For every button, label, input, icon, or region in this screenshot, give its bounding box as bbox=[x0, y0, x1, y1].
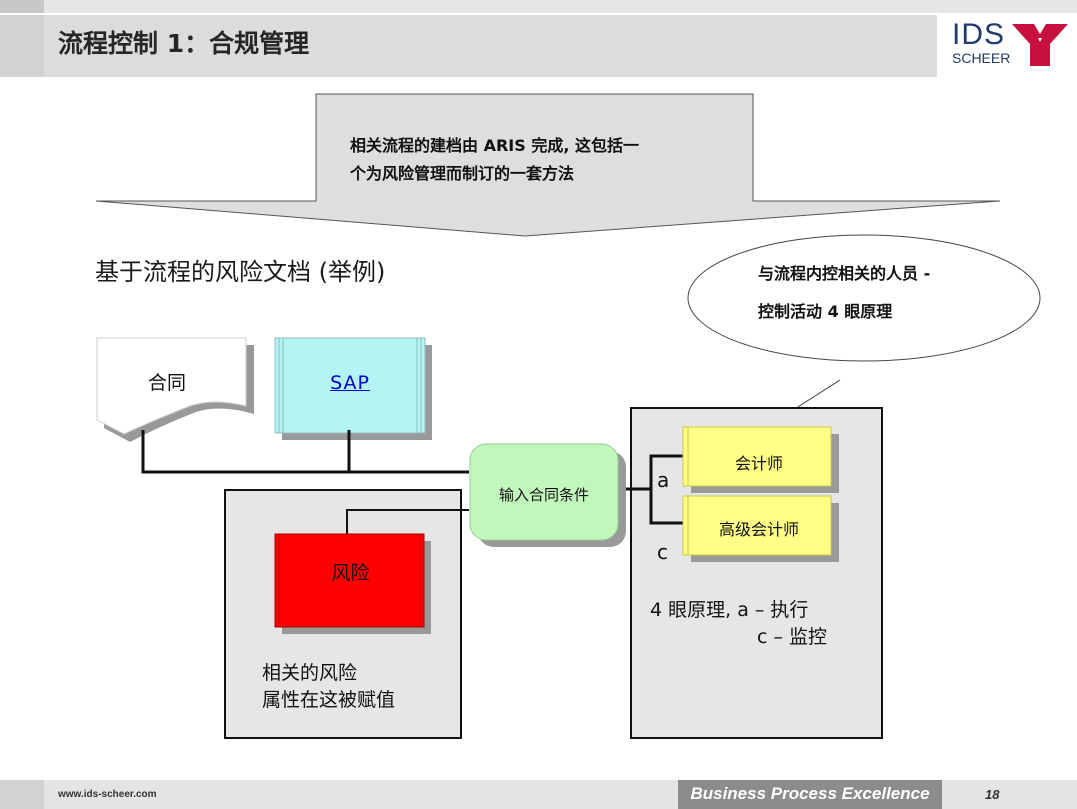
relation-c-label: c bbox=[657, 540, 668, 564]
page-number: 18 bbox=[985, 787, 1000, 802]
footer-slogan-box bbox=[678, 780, 942, 809]
risk-label: 风险 bbox=[331, 562, 370, 584]
principle-line-1: 4 眼原理, a – 执行 bbox=[650, 599, 809, 621]
footer-slogan: Business Process Excellence bbox=[690, 784, 930, 803]
callout-line-2: 个为风险管理而制订的一套方法 bbox=[350, 164, 575, 183]
document-shape bbox=[96, 337, 247, 435]
role-accountant-shape bbox=[682, 426, 832, 487]
callout-line-1: 相关流程的建档由 ARIS 完成, 这包括一 bbox=[350, 136, 639, 155]
role-accountant-label: 会计师 bbox=[734, 454, 783, 473]
role-senior-accountant-label: 高级会计师 bbox=[718, 520, 799, 539]
top-strip-light bbox=[44, 0, 1077, 13]
system-label-link[interactable]: SAP bbox=[330, 372, 370, 394]
system-shape bbox=[274, 337, 426, 434]
footer-left-block bbox=[0, 780, 44, 809]
section-title: 基于流程的风险文档 (举例) bbox=[95, 258, 386, 286]
function-label: 输入合同条件 bbox=[498, 486, 589, 504]
header-left-block bbox=[0, 15, 44, 77]
connector-document bbox=[141, 430, 469, 474]
connector-risk bbox=[346, 509, 469, 534]
ellipse-line-2: 控制活动 4 眼原理 bbox=[758, 302, 893, 321]
risk-note-line-1: 相关的风险 bbox=[262, 662, 358, 684]
callout-text: 相关流程的建档由 ARIS 完成, 这包括一 个为风险管理而制订的一套方法 bbox=[350, 132, 740, 188]
logo-text-ids: IDS bbox=[952, 18, 1006, 51]
logo-text-scheer: SCHEER bbox=[952, 50, 1011, 66]
top-strip-dark bbox=[0, 0, 44, 13]
role-senior-accountant-shape bbox=[682, 495, 832, 556]
risk-note: 相关的风险 属性在这被赋值 bbox=[262, 660, 395, 714]
function-shape bbox=[469, 443, 619, 541]
connector-roles bbox=[619, 454, 683, 491]
risk-shape bbox=[274, 533, 425, 628]
speech-ellipse bbox=[687, 234, 1041, 362]
header-bar bbox=[44, 15, 1077, 77]
ellipse-line-1: 与流程内控相关的人员 - bbox=[758, 264, 931, 283]
ellipse-text: 与流程内控相关的人员 - 控制活动 4 眼原理 bbox=[758, 255, 930, 331]
logo-mark-icon bbox=[1012, 24, 1068, 66]
callout-arrow bbox=[95, 93, 1001, 237]
principle-line-2: c – 监控 bbox=[757, 626, 828, 648]
footer-url-link[interactable]: www.ids-scheer.com bbox=[58, 789, 157, 800]
top-divider bbox=[0, 13, 1077, 14]
relation-a-label: a bbox=[657, 468, 670, 492]
page-title: 流程控制 1：合规管理 bbox=[58, 29, 310, 58]
risk-note-line-2: 属性在这被赋值 bbox=[262, 689, 396, 711]
document-label: 合同 bbox=[148, 372, 187, 394]
